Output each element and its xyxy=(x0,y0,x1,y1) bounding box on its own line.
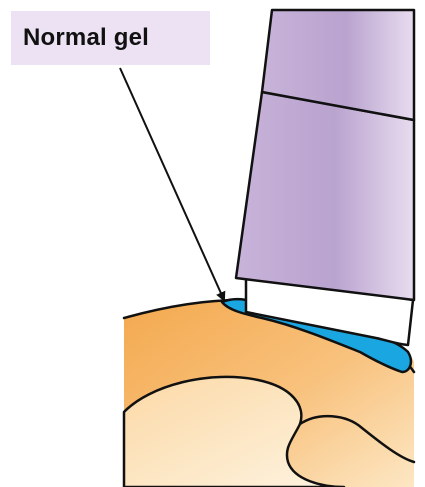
gel-label: Normal gel xyxy=(11,11,210,65)
probe-body xyxy=(236,92,414,300)
label-arrow xyxy=(120,68,224,300)
